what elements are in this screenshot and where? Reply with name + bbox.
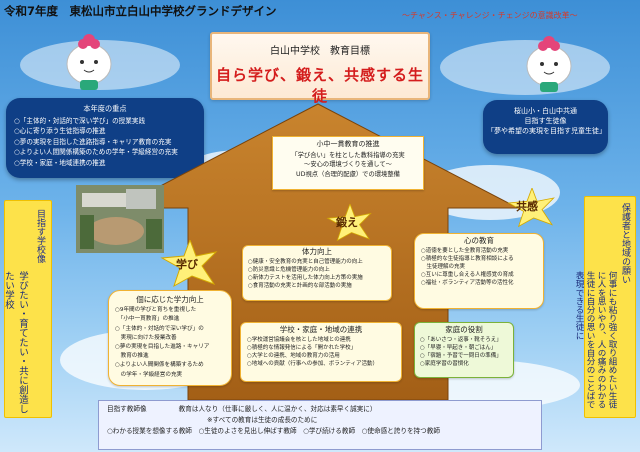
card-line: ○「あいさつ・返事・靴そろえ」 [420, 337, 502, 343]
joint-goal-box: 桜山小・白山中共通 目指す生徒像 「夢や希望の実現を目指す児童生徒」 [483, 100, 608, 154]
card-line: 実現に向けた授業改善 [115, 334, 177, 341]
teacher-label: 目指す教師像 [107, 405, 147, 413]
card-line: 教育の推進 [115, 353, 149, 360]
community-wish-panel: 保護者と地域の願い 何事にも粘り強く取り組めたい生徒に人を思いやり、人の痛みのわ… [574, 196, 636, 418]
mascot-left-image [66, 34, 112, 90]
card-line: ○家庭学習の習慣化 [420, 361, 469, 367]
consistent-education-card: 小中一貫教育の推進 「学び合い」を柱とした教科指導の充実 ～安心の環境づくりを通… [272, 136, 424, 190]
school-vision-title: 目指す学校像 [35, 209, 45, 263]
school-vision-panel: 目指す学校像 学びたい・育てたい・共に創造したい学校 [3, 200, 52, 418]
teacher-note: ※すべての教育は生徒の成長のために [207, 416, 318, 424]
learning-card: 個に応じた学力向上 ○9年間の学びと育ちを重視した 「小中一貫教育」の推進 ○「… [108, 290, 232, 386]
focus-item: ○「主体的・対話的で深い学び」の授業実践 [14, 116, 146, 125]
community-card: 学校・家庭・地域の連携 ○学校運営協議会を核とした地域との連携 ○積極的な情報発… [240, 322, 402, 382]
card-line: 「小中一貫教育」の推進 [115, 316, 180, 323]
community-wish-text: 何事にも粘り強く取り組めたい生徒に人を思いやり、人の痛みのわかる生徒に自分の思い… [574, 271, 617, 409]
card-line: UD視点（合理的配慮）での環境整備 [296, 170, 400, 178]
teacher-vision-bar: 目指す教師像 教育は人なり（仕事に厳しく、人に温かく、対応は素早く誠実に） ※す… [98, 400, 542, 450]
page-subtitle: ～チャンス・チャレンジ・チェンジの意識改革～ [402, 11, 578, 20]
school-vision-text: 学びたい・育てたい・共に創造したい学校 [3, 271, 28, 414]
star-label-kitae: 鍛え [336, 216, 358, 229]
card-line: ○学校運営協議会を核とした地域との連携 [247, 337, 351, 343]
card-line: ○「主体的・対話的で深い学び」の [115, 325, 204, 332]
card-line: ○福祉・ボランティア活動等の活性化 [421, 280, 514, 286]
teacher-motto: 教育は人なり（仕事に厳しく、人に温かく、対応は素早く誠実に） [178, 405, 377, 413]
star-label-kyokan: 共感 [516, 200, 538, 213]
card-line: ○積極的な生徒指導と教育相談による [421, 256, 514, 262]
card-line: ○防災意識と危機管理能力の向上 [248, 267, 330, 273]
goal-label: 白山中学校 教育目標 [270, 46, 370, 57]
card-line: ○大学との連携、地域の教育力の活用 [247, 353, 340, 359]
joint-line: 桜山小・白山中共通 [514, 107, 577, 115]
card-line: 生徒理解の充実 [421, 264, 466, 270]
card-line: 「学び合い」を柱とした教科指導の充実 [291, 151, 405, 159]
card-line: ○「早寝・早起き・朝ごはん」 [420, 345, 497, 351]
joint-line: 目指す生徒像 [524, 117, 567, 125]
card-title: 個に応じた学力向上 [136, 295, 204, 304]
school-aerial-photo [76, 185, 164, 253]
page-title: 令和7年度 東松山市立白山中学校グランドデザイン [4, 4, 277, 18]
education-goal-panel: 白山中学校 教育目標 自ら学び、鍛え、共感する生徒 [210, 32, 430, 105]
heart-education-card: 心の教育 ○道徳を要とした全教育活動の充実 ○積極的な生徒指導と教育相談による … [414, 233, 544, 309]
star-label-manabi: 学び [176, 258, 198, 271]
card-line: ○夢の実現を目指した進路・キャリア [115, 344, 210, 351]
card-line: ○よりよい人間関係を構築するため [115, 362, 204, 369]
cloud [440, 40, 610, 95]
card-line: ～安心の環境づくりを通して～ [304, 161, 392, 168]
card-line: の学年・学級経営の充実 [115, 371, 183, 378]
star-badge [160, 240, 218, 288]
star-badge [507, 188, 555, 228]
card-title: 心の教育 [464, 236, 494, 245]
focus-title: 本年度の重点 [83, 104, 127, 113]
card-line: ○健康・安全教育の充実と自己管理能力の向上 [248, 259, 363, 265]
star-badge [326, 204, 372, 242]
focus-box: 本年度の重点 ○「主体的・対話的で深い学び」の授業実践 ○心に寄り添う生徒指導の… [6, 98, 204, 178]
card-title: 体力向上 [302, 247, 332, 256]
mascot-right-image [526, 36, 572, 92]
joint-line: 「夢や希望の実現を目指す児童生徒」 [487, 127, 606, 135]
focus-item: ○夢の実現を目指した進路指導・キャリア教育の充実 [14, 137, 172, 146]
card-title: 学校・家庭・地域の連携 [279, 325, 363, 334]
card-line: ○積極的な情報発信による「開かれた学校」 [247, 345, 357, 351]
card-line: ○互いに尊重し合える人権感覚の育成 [421, 272, 514, 278]
card-line: ○地域への貢献（行事への参加、ボランティア活動） [247, 361, 378, 367]
goal-main-text: 自ら学び、鍛え、共感する生徒 [215, 66, 424, 105]
focus-item: ○心に寄り添う生徒指導の推進 [14, 127, 106, 135]
fitness-card: 体力向上 ○健康・安全教育の充実と自己管理能力の向上 ○防災意識と危機管理能力の… [242, 245, 392, 301]
family-role-card: 家庭の役割 ○「あいさつ・返事・靴そろえ」 ○「早寝・早起き・朝ごはん」 ○「宿… [414, 322, 514, 378]
card-line: ○新体力テストを活用した体力向上方策の実施 [248, 275, 363, 281]
card-title: 家庭の役割 [445, 325, 483, 334]
teacher-items: ○わかる授業を想像する教師 ○生徒のよさを見出し伸ばす教師 ○学び続ける教師 ○… [107, 427, 440, 435]
community-wish-title: 保護者と地域の願い [620, 203, 630, 284]
card-line: ○道徳を要とした全教育活動の充実 [421, 248, 509, 254]
card-line: ○食育活動の充実と計画的な部活動の実施 [248, 283, 352, 289]
card-line: ○「宿題・予習で一問日の準備」 [420, 353, 502, 359]
card-title: 小中一貫教育の推進 [316, 140, 380, 148]
focus-item: ○学校・家庭・地域連携の推進 [14, 158, 106, 167]
focus-item: ○よりよい人間関係構築のための学年・学級経営の充実 [14, 148, 178, 156]
card-line: ○9年間の学びと育ちを重視した [115, 307, 197, 314]
